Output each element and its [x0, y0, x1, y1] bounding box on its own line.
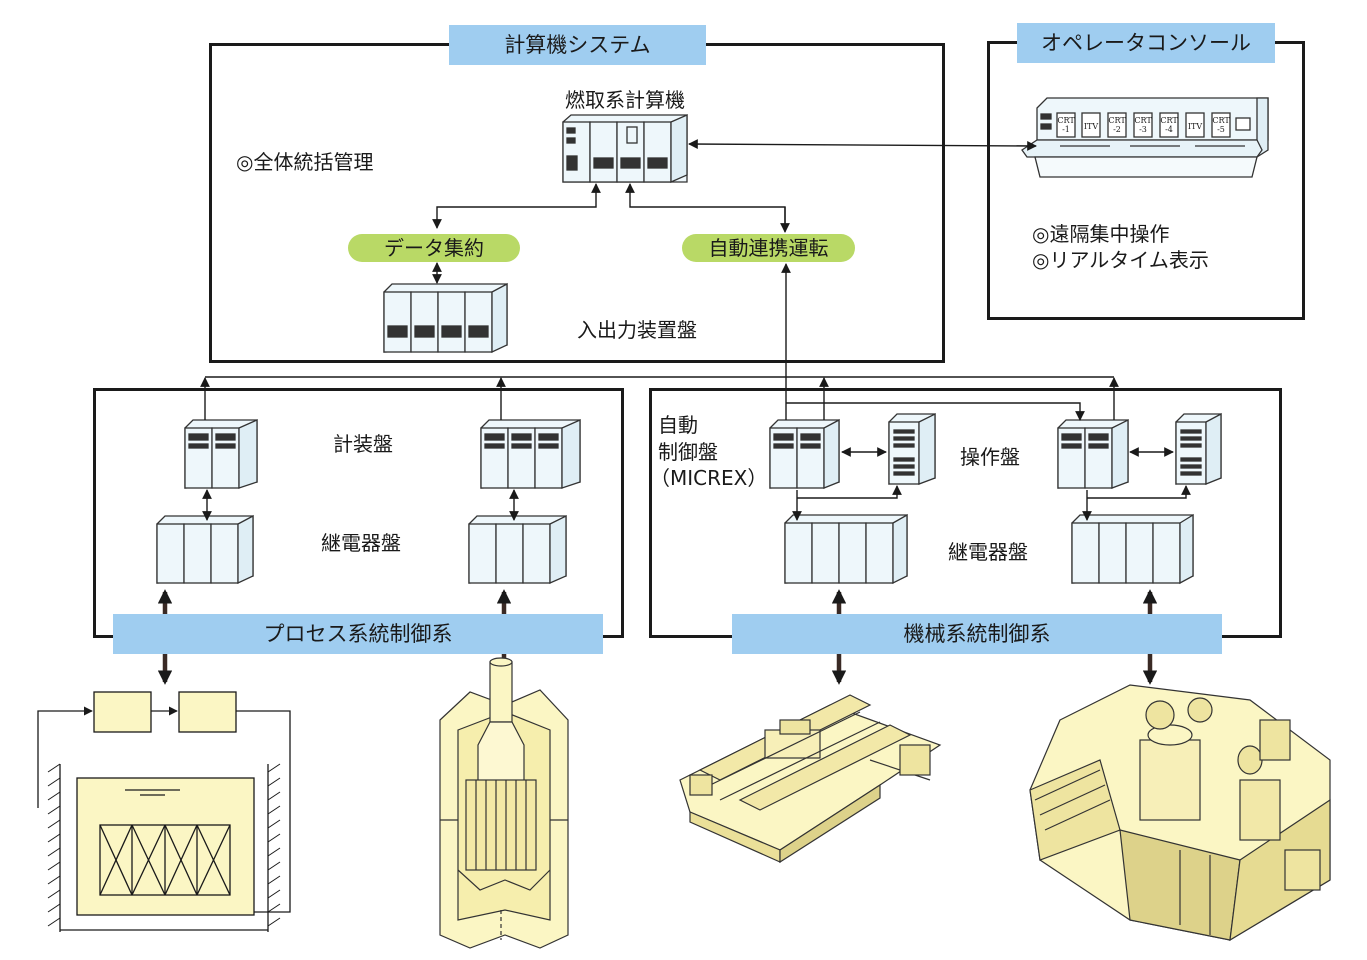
relay-panel-process-left [156, 514, 254, 585]
micrex-panel-right [1057, 418, 1129, 489]
console-screen-label: CRT [1108, 116, 1126, 125]
console-screen-label: CRT [1134, 116, 1152, 125]
mechanical-relay-panel-label: 継電器盤 [948, 540, 1028, 564]
data-aggregation-pill: データ集約 [348, 234, 520, 262]
console-feature-realtime-display: ◎リアルタイム表示 [1032, 248, 1209, 272]
relay-panel-mech-right [1071, 513, 1194, 585]
operation-panel-label: 操作盤 [960, 445, 1020, 469]
relay-panel-process-right [468, 514, 567, 584]
console-screen-label: CRT [1160, 116, 1178, 125]
console-screen-label: -4 [1165, 125, 1173, 134]
operation-panel-right [1175, 412, 1222, 485]
console-screen-label: CRT [1057, 116, 1075, 125]
fuel-handling-machine-2 [1029, 684, 1331, 942]
console-screen-label: ITV [1084, 122, 1098, 131]
instrument-panel-right [480, 418, 581, 489]
relay-panel-mech-left [784, 513, 908, 585]
reactor-vessel-illustration [439, 657, 569, 949]
console-screen-label: -1 [1062, 125, 1070, 134]
mechanical-control-header: 機械系統制御系 [732, 614, 1222, 654]
process-tank-illustration [37, 691, 291, 932]
computer-system-header: 計算機システム [449, 25, 706, 65]
console-screen-label: -5 [1217, 125, 1225, 134]
operator-console-header: オペレータコンソール [1017, 23, 1275, 63]
fuel-handling-machine-1 [679, 694, 942, 864]
process-control-header: プロセス系統制御系 [113, 614, 603, 654]
process-relay-panel-label: 継電器盤 [321, 531, 401, 555]
console-screen-label: CRT [1212, 116, 1230, 125]
instrument-panel-left [184, 418, 258, 489]
console-screen-label: -3 [1139, 125, 1147, 134]
auto-linked-operation-pill: 自動連携運転 [682, 234, 855, 262]
micrex-panel-left [769, 418, 840, 489]
fuel-computer-label: 燃取系計算機 [565, 88, 685, 112]
auto-control-panel-label-line3: （MICREX） [650, 466, 768, 490]
connector-lines [200, 139, 1191, 521]
auto-control-panel-label-line1: 自動 [658, 413, 698, 437]
instrument-panel-label: 計装盤 [333, 432, 393, 456]
operation-panel-left [888, 412, 936, 485]
auto-control-panel-label-line2: 制御盤 [658, 440, 718, 464]
console-screen-label: -2 [1113, 125, 1121, 134]
console-feature-remote-operation: ◎遠隔集中操作 [1032, 222, 1170, 246]
console-screen-label: ITV [1188, 122, 1202, 131]
overall-management-text: ◎全体統括管理 [236, 150, 374, 174]
operator-console-desk [1021, 97, 1269, 178]
io-panel-cabinet [383, 282, 508, 354]
io-panel-label: 入出力装置盤 [577, 318, 697, 342]
fuel-computer-cabinet [562, 114, 688, 183]
